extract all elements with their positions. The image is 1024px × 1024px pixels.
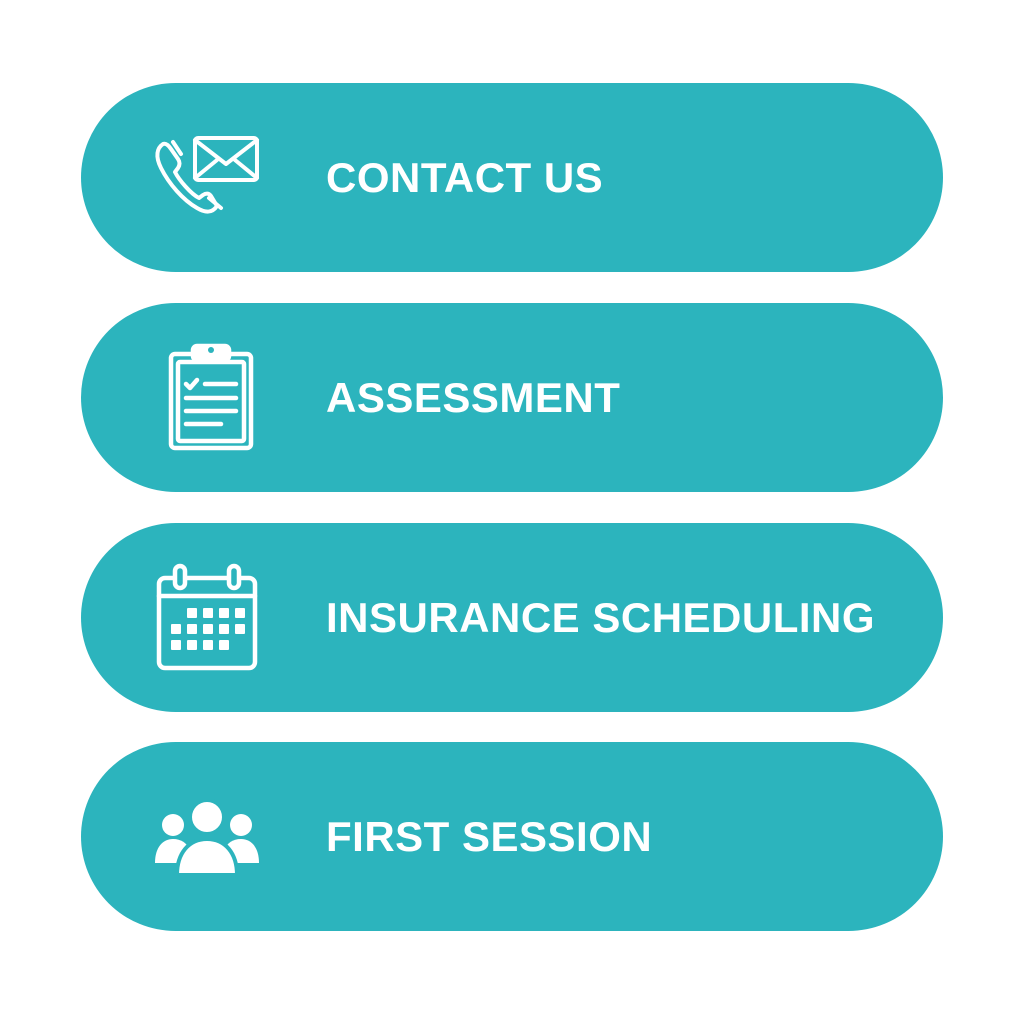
step-label: INSURANCE SCHEDULING xyxy=(326,593,876,641)
step-contact-us[interactable]: CONTACT US xyxy=(81,83,943,272)
step-label: FIRST SESSION xyxy=(326,812,653,860)
step-insurance-scheduling[interactable]: INSURANCE SCHEDULING xyxy=(81,523,943,712)
step-assessment[interactable]: ASSESSMENT xyxy=(81,303,943,492)
people-group-icon xyxy=(151,781,263,893)
calendar-icon xyxy=(151,562,263,674)
step-label: ASSESSMENT xyxy=(326,373,621,421)
step-first-session[interactable]: FIRST SESSION xyxy=(81,742,943,931)
clipboard-icon xyxy=(151,342,263,454)
phone-mail-icon xyxy=(151,122,263,234)
step-label: CONTACT US xyxy=(326,153,604,201)
